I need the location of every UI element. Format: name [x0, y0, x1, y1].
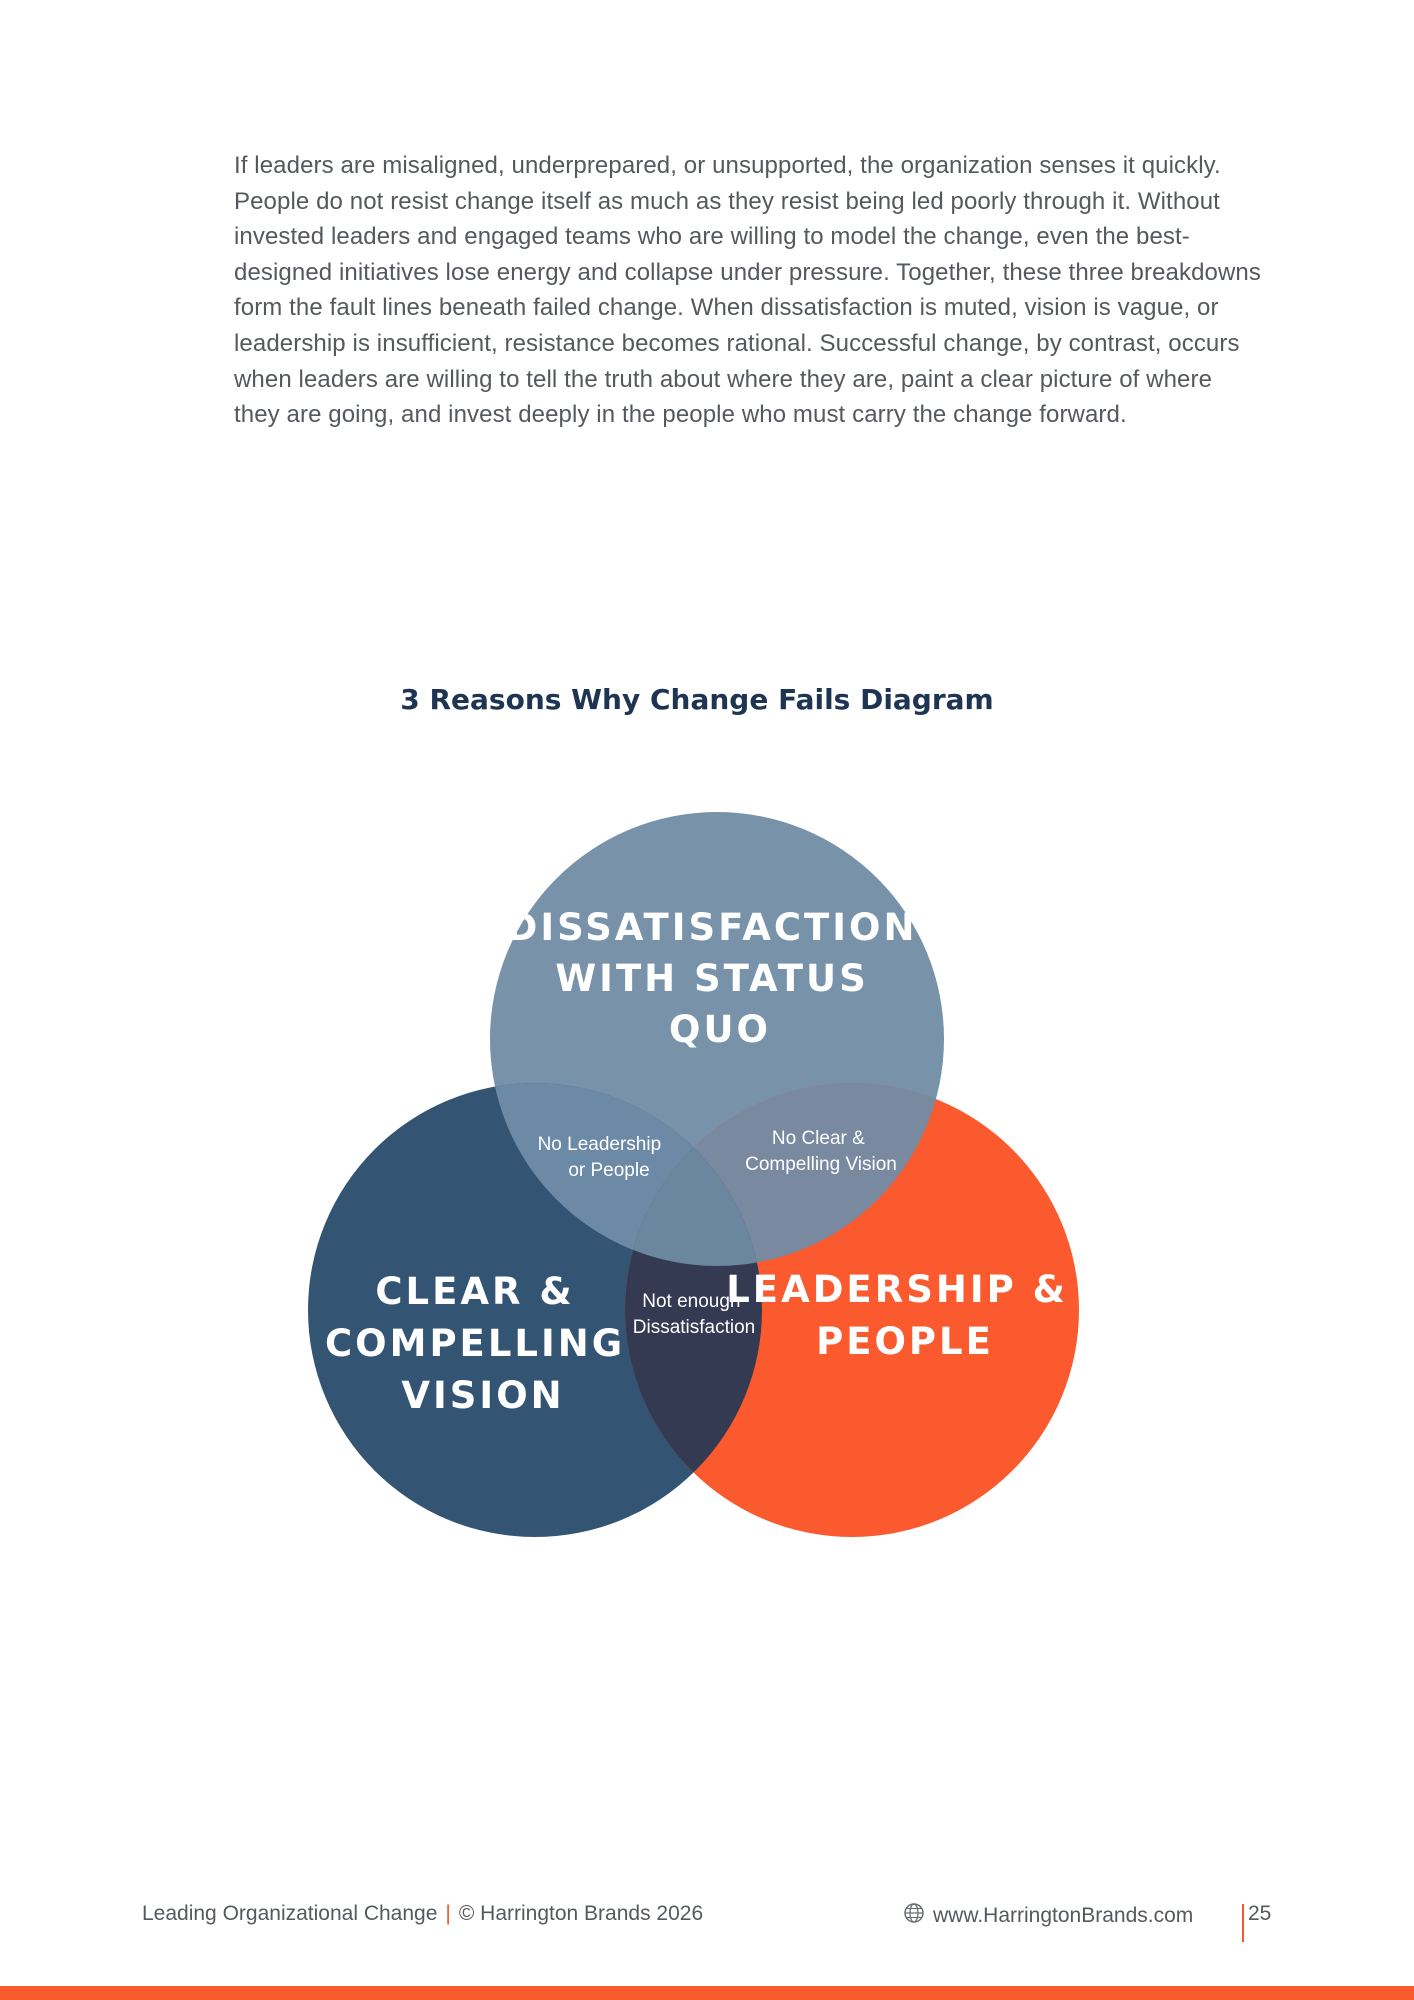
- overlap-top-left: [490, 1083, 762, 1266]
- footer-doc-info: Leading Organizational Change | © Harringt…: [142, 1902, 703, 1926]
- circle-title-leadership: LEADERSHIP & PEOPLE: [726, 1268, 1084, 1363]
- circle-title-vision: CLEAR & COMPELLING VISION: [325, 1270, 641, 1417]
- overlap-label-no-vision: No Clear & Compelling Vision: [745, 1128, 897, 1175]
- footer-doc-title: Leading Organizational Change: [142, 1902, 438, 1925]
- body-paragraph: If leaders are misaligned, underprepared…: [234, 152, 1261, 429]
- overlap-label-no-leadership: No Leadership or People: [538, 1134, 667, 1181]
- diagram-title: 3 Reasons Why Change Fails Diagram: [400, 683, 994, 716]
- page-number: 25: [1248, 1902, 1272, 1925]
- overlap-label-not-enough-dissatisfaction: Not enough Dissatisfaction: [633, 1291, 756, 1338]
- footer-website-block: www.HarringtonBrands.com: [903, 1902, 1193, 1930]
- circle-title-dissatisfaction: DISSATISFACTION WITH STATUS QUO: [507, 906, 934, 1051]
- overlap-top-right: [625, 1083, 944, 1266]
- globe-icon: [903, 1902, 925, 1930]
- footer-separator: |: [445, 1902, 451, 1925]
- bottom-accent-bar: [0, 1986, 1414, 2000]
- page-number-divider: [1242, 1904, 1244, 1942]
- footer-copyright: © Harrington Brands 2026: [458, 1902, 704, 1925]
- footer-website-link[interactable]: www.HarringtonBrands.com: [933, 1904, 1194, 1927]
- venn-diagram: DISSATISFACTION WITH STATUS QUO CLEAR & …: [308, 812, 1084, 1537]
